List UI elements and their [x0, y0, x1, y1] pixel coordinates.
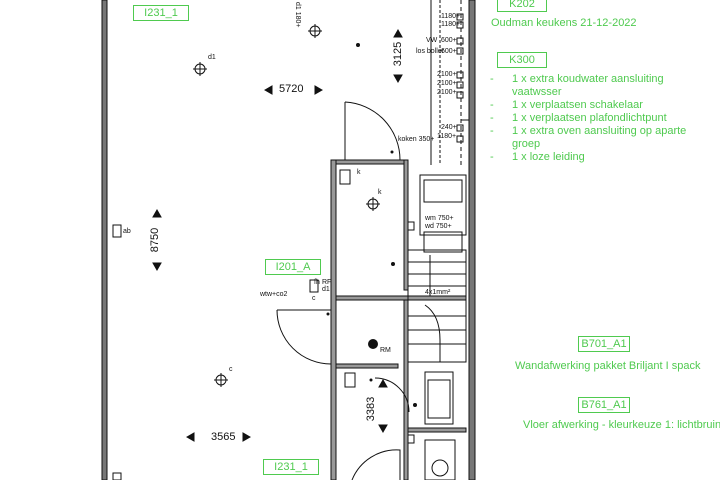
dimension-3383: 3383	[365, 396, 378, 422]
dimension-3125: 3125	[392, 41, 405, 67]
b701-description: Wandafwerking pakket Briljant I spack	[515, 360, 701, 372]
annotation: 600+	[441, 37, 457, 44]
tag-k300: K300	[497, 52, 547, 68]
b761-description: Vloer afwerking - kleurkeuze 1: lichtbru…	[523, 419, 720, 431]
annotation: los boller	[416, 48, 445, 55]
k300-note: 1 x extra oven aansluiting op aparte gro…	[490, 125, 715, 151]
annotation: koken 350+	[398, 136, 435, 143]
project-title: Oudman keukens 21-12-2022	[491, 17, 637, 29]
toilet	[424, 371, 456, 480]
annotation: 600+	[441, 48, 457, 55]
annotation: ab	[123, 228, 131, 235]
annotation: 240+	[441, 124, 457, 131]
tag-i231-top: I231_1	[133, 5, 189, 21]
dimension-8750: 8750	[149, 227, 162, 253]
annotation: 2100+	[437, 80, 457, 87]
annotation: wd 750+	[425, 223, 452, 230]
kitchen-lines	[460, 0, 469, 165]
dimension-5720: 5720	[279, 83, 304, 95]
annotation: d1	[208, 54, 216, 61]
fixture-dots	[326, 43, 417, 407]
tag-b761: B761_A1	[578, 397, 630, 413]
annotation: RM	[380, 347, 391, 354]
k300-note: 1 x verplaatsen plafondlichtpunt	[490, 112, 715, 125]
staircase	[407, 249, 467, 363]
annotation: 1180+	[441, 13, 461, 20]
annotation: fh	[314, 279, 320, 286]
annotation: c	[312, 295, 316, 302]
tag-i201: I201_A	[265, 259, 321, 275]
annotation: 1180+	[437, 133, 457, 140]
annotation: wm 750+	[425, 215, 454, 222]
tag-i231-bottom: I231_1	[263, 459, 319, 475]
annotation: wtw+co2	[260, 291, 288, 298]
annotation: c	[229, 366, 233, 373]
annotation: 2100+	[437, 89, 457, 96]
dimension-3565: 3565	[211, 431, 236, 443]
walls	[101, 0, 476, 480]
annotation: RF	[322, 279, 332, 286]
k300-note: 1 x extra koudwater aansluiting vaatwsse…	[490, 73, 715, 99]
annotation: 2100+	[437, 71, 457, 78]
k300-note: 1 x verplaatsen schakelaar	[490, 99, 715, 112]
annotation: k	[357, 169, 361, 176]
kitchen-plug-markers	[456, 13, 464, 143]
annotation: VW	[426, 37, 438, 44]
annotation: 4x1mm²	[425, 289, 451, 296]
light-symbols	[193, 24, 380, 387]
annotation: 1180+	[441, 21, 461, 28]
tag-k202: K202	[497, 0, 547, 12]
k300-note: 1 x loze leiding	[490, 151, 715, 164]
k300-notes: 1 x extra koudwater aansluiting vaatwsse…	[490, 73, 715, 164]
annotation: k	[378, 189, 382, 196]
dimension-lines	[152, 28, 403, 442]
annotation: d1 180+	[294, 2, 301, 28]
tag-b701: B701_A1	[578, 336, 630, 352]
annotation: d1	[322, 286, 330, 293]
outlet-symbols	[112, 169, 415, 480]
appliance-cabinet	[419, 174, 467, 253]
